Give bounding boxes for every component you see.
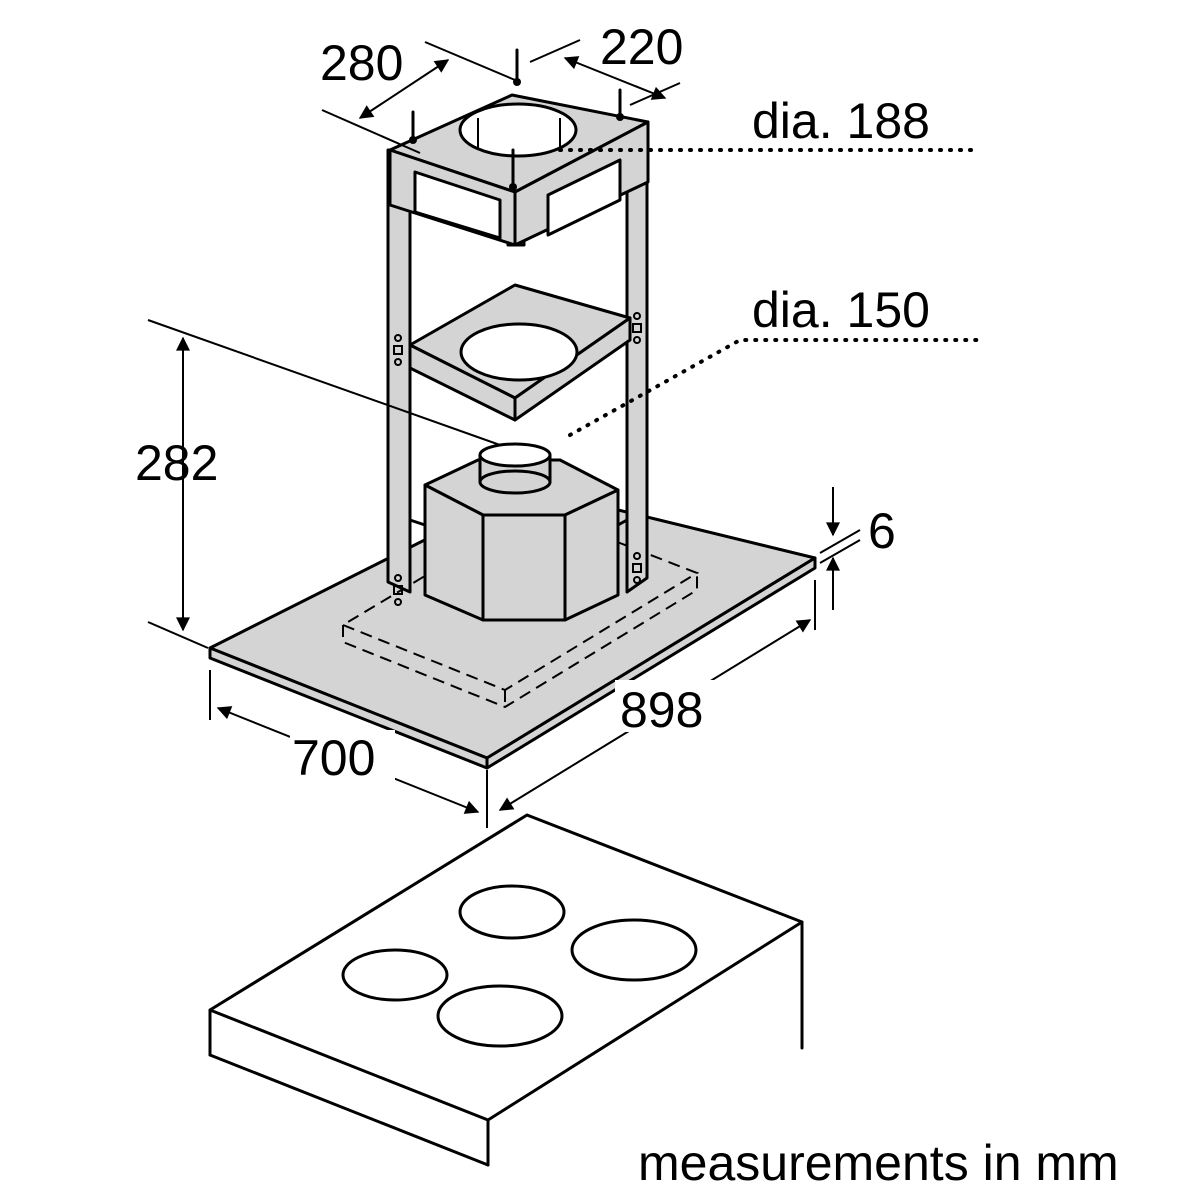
top-opening — [458, 102, 578, 158]
burner-front-right — [436, 984, 564, 1048]
cap-window-left — [413, 170, 502, 240]
burner-back-left — [458, 884, 566, 940]
label-6: 6 — [868, 503, 896, 559]
post-holes — [393, 312, 642, 606]
label-280: 280 — [320, 35, 403, 91]
label-220: 220 — [600, 19, 683, 75]
label-898: 898 — [620, 682, 703, 738]
cap-window-right — [546, 158, 622, 237]
label-dia-150: dia. 150 — [752, 282, 930, 338]
frame-structure — [386, 48, 650, 606]
cooktop — [208, 813, 804, 1167]
units-caption: measurements in mm — [638, 1135, 1119, 1191]
shelf-opening — [459, 322, 579, 382]
motor-outlet-collar — [478, 442, 552, 468]
burner-back-right — [570, 918, 698, 982]
label-700: 700 — [292, 730, 375, 786]
motor-unit — [423, 442, 620, 622]
dim-220-line — [563, 56, 667, 100]
dim-280-line — [358, 59, 450, 119]
burner-front-left — [341, 948, 449, 1002]
motor-outlet-bottom — [478, 469, 552, 495]
label-282: 282 — [135, 435, 218, 491]
dimension-lines — [147, 39, 982, 828]
label-dia-188: dia. 188 — [752, 93, 930, 149]
